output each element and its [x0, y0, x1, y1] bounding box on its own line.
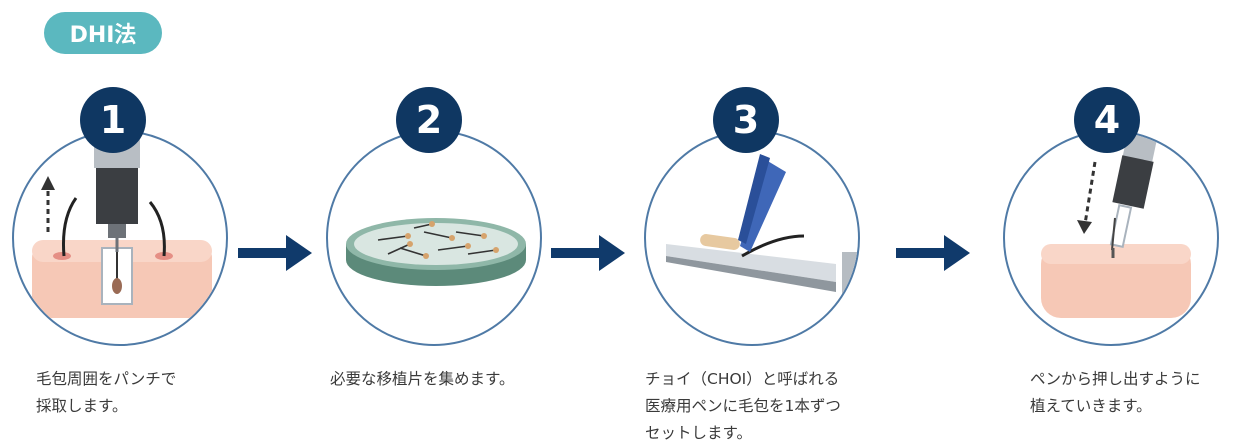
step-4-caption: ペンから押し出すように 植えていきます。 [1030, 370, 1201, 415]
arrow-right-icon [896, 235, 970, 271]
step-2-caption: 必要な移植片を集めます。 [330, 370, 515, 388]
step-2-illustration [326, 130, 542, 346]
arrow-right-icon [238, 235, 312, 271]
step-1-caption: 毛包周囲をパンチで 採取します。 [36, 370, 177, 415]
step-3-illustration [644, 130, 860, 346]
step-4-number: 4 [1074, 87, 1140, 153]
arrow-right-icon [551, 235, 625, 271]
step-2-number: 2 [396, 87, 462, 153]
step-3-number: 3 [713, 87, 779, 153]
step-1-illustration [12, 130, 228, 346]
method-badge: DHI法 [44, 12, 162, 54]
step-1-number: 1 [80, 87, 146, 153]
step-4-illustration [1003, 130, 1219, 346]
step-3-caption: チョイ（CHOI）と呼ばれる 医療用ペンに毛包を1本ずつ セットします。 [645, 370, 841, 442]
